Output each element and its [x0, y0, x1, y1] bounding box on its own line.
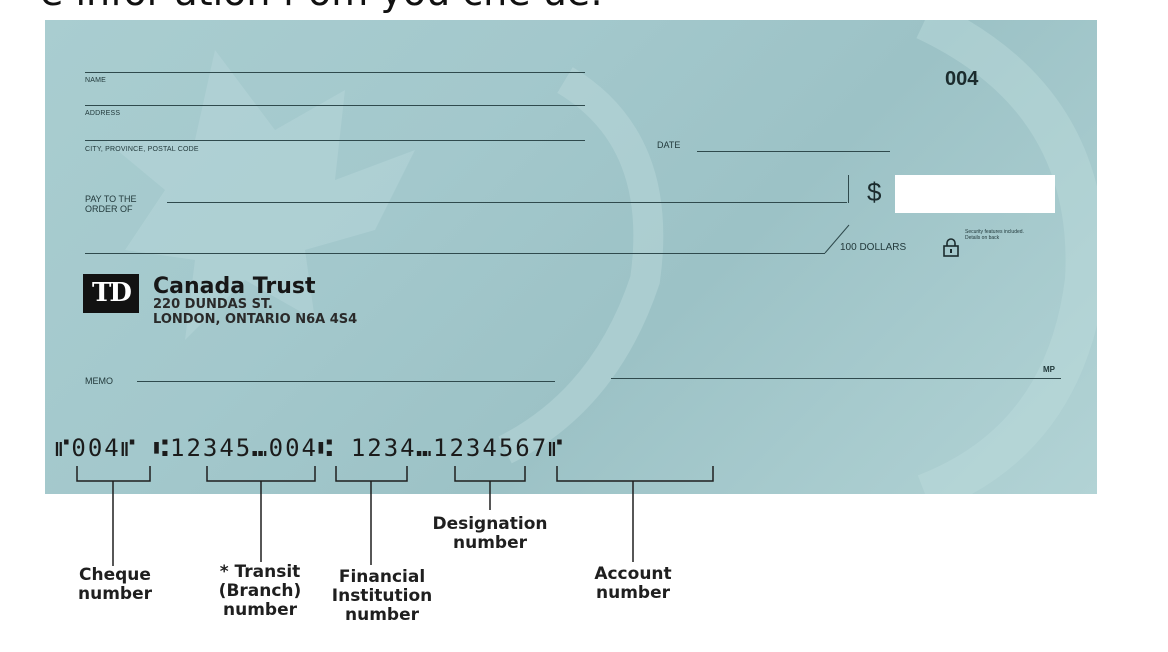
designation-number-label: Designation number: [432, 514, 548, 553]
city-line: [85, 140, 585, 141]
transit-number-label: * Transit (Branch) number: [218, 562, 302, 620]
designation-bracket: [454, 466, 526, 482]
amount-words-line: [85, 253, 825, 254]
dollar-sign: $: [867, 177, 882, 207]
account-bracket: [556, 466, 714, 482]
security-features-text: Security features included. Details on b…: [965, 229, 1024, 241]
address-line: [85, 105, 585, 106]
date-label: DATE: [657, 140, 681, 150]
city-label: CITY, PROVINCE, POSTAL CODE: [85, 146, 199, 153]
amount-box: [895, 175, 1055, 213]
name-line: [85, 72, 585, 73]
micr-line: ⑈004⑈ ⑆12345⑉004⑆ 1234⑉1234567⑈: [55, 434, 565, 462]
cheque-number-bracket: [76, 466, 151, 482]
address-label: ADDRESS: [85, 110, 121, 117]
financial-bracket: [335, 466, 408, 482]
top-caption: e infor ation f om you che ue:: [40, 0, 603, 14]
payee-bracket: [848, 175, 849, 203]
transit-bracket: [206, 466, 316, 482]
bank-address-2: LONDON, ONTARIO N6A 4S4: [153, 312, 358, 327]
date-line: [697, 151, 890, 152]
td-logo: TD: [83, 274, 139, 313]
cheque: NAME ADDRESS CITY, PROVINCE, POSTAL CODE…: [45, 20, 1097, 494]
account-number-label: Account number: [594, 564, 672, 603]
lock-icon: [943, 238, 959, 257]
name-label: NAME: [85, 77, 107, 84]
bank-address-1: 220 DUNDAS ST.: [153, 297, 273, 312]
memo-line: [137, 381, 555, 382]
dollars-label: 100 DOLLARS: [840, 242, 907, 253]
fraction-slash: [824, 224, 850, 254]
memo-label: MEMO: [85, 376, 113, 386]
bank-name: Canada Trust: [153, 274, 316, 299]
signature-mark: MP: [1043, 365, 1055, 374]
bank-info: Canada Trust 220 DUNDAS ST. LONDON, ONTA…: [153, 274, 357, 327]
signature-line: [611, 378, 1061, 379]
payee-line: [167, 202, 847, 203]
financial-institution-label: Financial Institution number: [331, 567, 433, 625]
cheque-number-label: Cheque number: [77, 565, 152, 604]
maple-leaf-watermark: [105, 20, 1097, 494]
cheque-number: 004: [945, 68, 979, 90]
pay-to-label: PAY TO THE ORDER OF: [85, 194, 137, 214]
